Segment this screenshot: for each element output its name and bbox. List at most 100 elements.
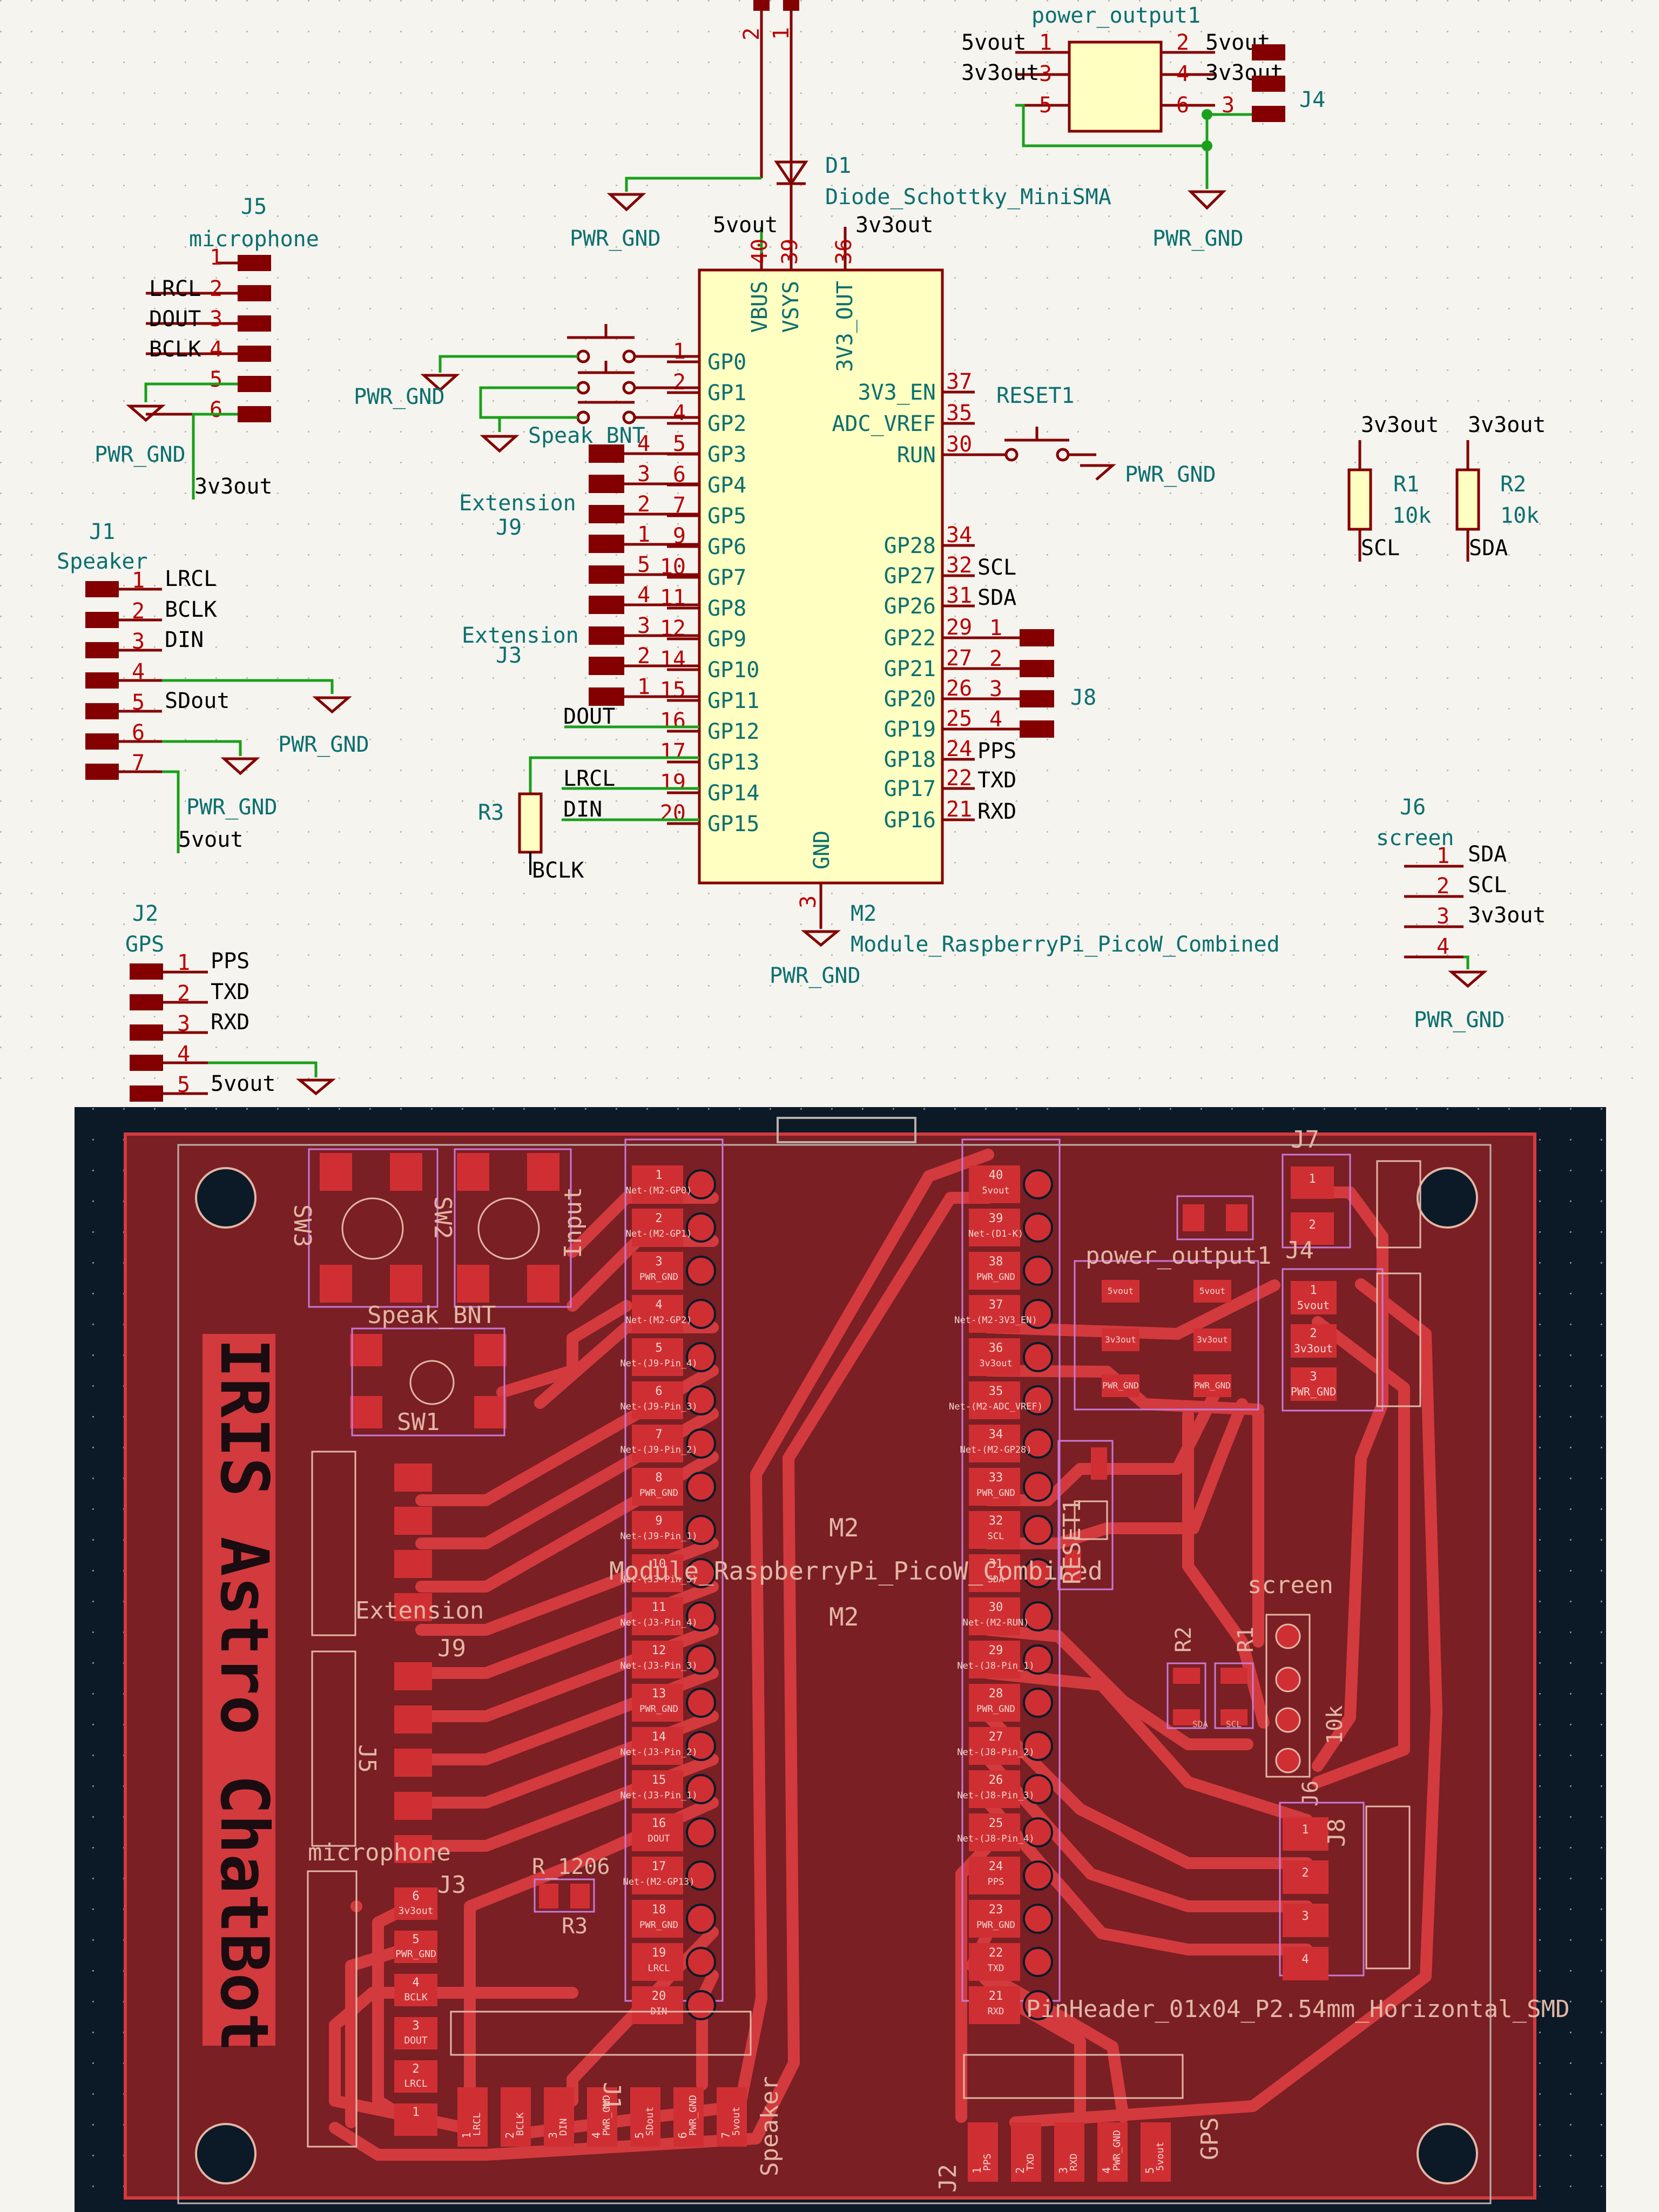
header-pad[interactable] [632, 1338, 683, 1376]
j2-gps[interactable]: J2 GPS 1 2 3 4 5 PPS TXD RXD 5vout [125, 901, 336, 1102]
header-pad[interactable] [632, 1597, 683, 1635]
header-pad[interactable] [969, 1425, 1020, 1462]
j4-pad[interactable] [1291, 1367, 1337, 1401]
side-pad[interactable] [394, 1705, 432, 1734]
j5-pad[interactable] [394, 1974, 437, 2006]
power-output-pad[interactable] [1102, 1280, 1139, 1303]
header-pad[interactable] [632, 1857, 683, 1894]
power-output-pad[interactable] [1102, 1328, 1139, 1351]
header-pad[interactable] [969, 1252, 1020, 1290]
header-pad[interactable] [969, 1468, 1020, 1506]
header-pad[interactable] [969, 1165, 1020, 1203]
j1-pad[interactable] [717, 2087, 747, 2147]
j1-speaker[interactable]: J1 Speaker 1 2 3 4 5 6 7 LRCL BCLK [57, 520, 369, 853]
header-pad[interactable] [969, 1597, 1020, 1635]
j8-pad[interactable] [1283, 1904, 1328, 1937]
header-pad[interactable] [632, 1986, 683, 2024]
header-pad[interactable] [632, 1727, 683, 1765]
header-pad[interactable] [969, 1641, 1020, 1678]
header-pad[interactable] [632, 1511, 683, 1549]
power-output-pad[interactable] [1193, 1328, 1231, 1351]
side-pad[interactable] [394, 1593, 432, 1621]
j5-pad[interactable] [394, 2103, 437, 2136]
header-pad[interactable] [969, 1381, 1020, 1419]
header-pad[interactable] [969, 1900, 1020, 1938]
j2-pad[interactable] [1097, 2122, 1128, 2182]
header-pad[interactable] [969, 1295, 1020, 1333]
j1-pad[interactable] [587, 2087, 617, 2147]
j5-pad[interactable] [394, 1887, 437, 1920]
j8-connector[interactable]: 1 2 3 4 J8 [942, 616, 1096, 738]
r3-body[interactable] [518, 792, 543, 854]
header-pad[interactable] [632, 1468, 683, 1506]
j1-pad[interactable] [544, 2087, 574, 2147]
header-pad[interactable] [969, 1511, 1020, 1549]
power-output-pad[interactable] [1193, 1374, 1231, 1397]
r2-body[interactable] [1455, 468, 1480, 531]
header-pad[interactable] [969, 1338, 1020, 1376]
header-pad[interactable] [632, 1165, 683, 1203]
j5-pad[interactable] [394, 2017, 437, 2049]
j8-pad[interactable] [1283, 1947, 1328, 1980]
pico-module[interactable]: 5vout 3v3out 40 39 36 VBUS VSYS 3V3_OUT … [660, 213, 1280, 988]
header-pad[interactable] [632, 1770, 683, 1808]
j4-pad[interactable] [1291, 1281, 1337, 1314]
header-pad[interactable] [969, 1684, 1020, 1722]
j6-screen[interactable]: J6 screen 1 2 3 4 SDA SCL 3v3out PWR_GND [1376, 795, 1546, 1033]
j7-pad[interactable] [1291, 1212, 1334, 1245]
j5-microphone[interactable]: J5 microphone 1 2 3 4 5 6 LRCL DOUT B [95, 194, 319, 500]
header-pad[interactable] [969, 1813, 1020, 1851]
header-pad[interactable] [969, 1943, 1020, 1981]
header-pad[interactable] [632, 1554, 683, 1592]
power-output-module[interactable]: power_output1 1 3 5 2 4 6 5vout 3v3out 5… [961, 3, 1325, 251]
reset-button[interactable]: RESET1 PWR_GND [942, 383, 1216, 487]
j2-pad[interactable] [968, 2122, 998, 2182]
j1-pad[interactable] [630, 2087, 660, 2147]
j1-pad[interactable] [673, 2087, 704, 2147]
j8-pad[interactable] [1283, 1817, 1328, 1851]
header-pad[interactable] [632, 1381, 683, 1419]
side-pad[interactable] [394, 1464, 432, 1492]
header-pad[interactable] [632, 1209, 683, 1246]
extension-connectors[interactable]: 4 3 2 1 5 4 3 2 1 Extension J9 Extension… [459, 431, 699, 706]
header-pad[interactable] [632, 1900, 683, 1938]
r1-body[interactable] [1347, 468, 1372, 531]
pullup-resistors[interactable]: 3v3out 3v3out R1 10k R2 10k SCL SDA [1347, 413, 1546, 562]
j2-pad[interactable] [1141, 2122, 1171, 2182]
header-pad[interactable] [632, 1641, 683, 1678]
side-pad[interactable] [394, 1550, 432, 1578]
power-output-pad[interactable] [1193, 1280, 1231, 1303]
j1-pad[interactable] [457, 2087, 488, 2147]
j2-pad[interactable] [1011, 2122, 1041, 2182]
header-pad[interactable] [632, 1813, 683, 1851]
j4-pad[interactable] [1291, 1324, 1337, 1358]
side-pad[interactable] [394, 1835, 432, 1863]
power-output-pad[interactable] [1102, 1374, 1139, 1397]
side-pad[interactable] [394, 1662, 432, 1690]
j1-pad[interactable] [501, 2087, 531, 2147]
reset-r-screen[interactable]: RESET1 R2 R1 screen 10k J6 SDA SCL [1057, 1440, 1347, 1806]
side-pad[interactable] [394, 1792, 432, 1820]
switch-footprints[interactable]: SW3 SW2 SW1 Input Speak_BNT [288, 1148, 587, 1437]
header-pad[interactable] [969, 1209, 1020, 1246]
side-pad[interactable] [394, 1749, 432, 1777]
header-pad[interactable] [632, 1425, 683, 1462]
j8-pad[interactable] [1283, 1860, 1328, 1894]
j5-pad[interactable] [394, 2060, 437, 2093]
j2-pad[interactable] [1054, 2122, 1084, 2182]
header-pad[interactable] [632, 1684, 683, 1722]
side-pad[interactable] [394, 1507, 432, 1535]
header-pad[interactable] [969, 1986, 1020, 2024]
r3-footprint[interactable]: R_1206 R3 [532, 1854, 610, 1939]
speak-buttons[interactable]: PWR_GND Speak_BNT [354, 324, 699, 453]
header-pad[interactable] [632, 1252, 683, 1290]
header-pad[interactable] [632, 1943, 683, 1981]
header-pad[interactable] [969, 1857, 1020, 1894]
j7-pad[interactable] [1291, 1166, 1334, 1199]
header-pad[interactable] [969, 1554, 1020, 1592]
header-pad[interactable] [969, 1770, 1020, 1808]
